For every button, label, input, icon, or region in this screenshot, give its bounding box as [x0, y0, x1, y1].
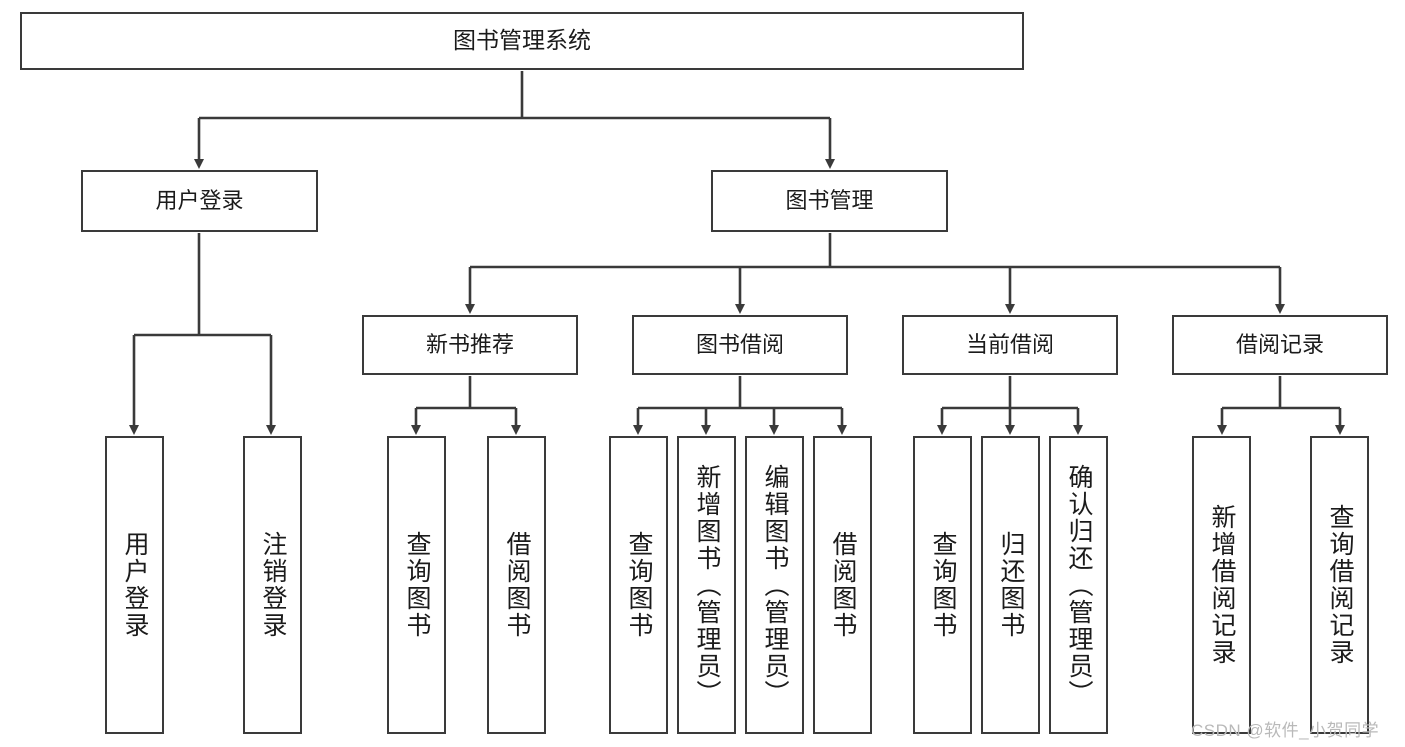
node-label: 查询借阅记录 — [1326, 504, 1354, 666]
node-label: 借阅记录 — [1235, 332, 1324, 358]
node-label: 用户登录 — [121, 531, 149, 639]
node-borrowing-record[interactable]: 借阅记录 — [1172, 315, 1388, 375]
leaf-confirm-return-admin[interactable]: 确认归还（管理员） — [1049, 436, 1108, 734]
leaf-query-book-recommend[interactable]: 查询图书 — [387, 436, 446, 734]
node-label: 新增图书（管理员） — [693, 463, 721, 707]
node-label: 图书管理 — [785, 188, 874, 214]
node-label: 图书借阅 — [695, 332, 784, 358]
leaf-add-book-admin[interactable]: 新增图书（管理员） — [677, 436, 736, 734]
leaf-add-borrow-record[interactable]: 新增借阅记录 — [1192, 436, 1251, 734]
node-label: 图书管理系统 — [453, 27, 591, 54]
leaf-user-login[interactable]: 用户登录 — [105, 436, 164, 734]
node-label: 归还图书 — [997, 531, 1025, 639]
leaf-query-borrow-record[interactable]: 查询借阅记录 — [1310, 436, 1369, 734]
node-label: 查询图书 — [625, 531, 653, 639]
leaf-query-book-borrow[interactable]: 查询图书 — [609, 436, 668, 734]
leaf-borrow-book[interactable]: 借阅图书 — [813, 436, 872, 734]
node-label: 注销登录 — [259, 531, 287, 639]
leaf-query-book-current[interactable]: 查询图书 — [913, 436, 972, 734]
node-label: 查询图书 — [403, 531, 431, 639]
node-label: 用户登录 — [155, 188, 244, 214]
node-label: 编辑图书（管理员） — [761, 463, 789, 707]
leaf-borrow-book-recommend[interactable]: 借阅图书 — [487, 436, 546, 734]
node-current-borrowing[interactable]: 当前借阅 — [902, 315, 1118, 375]
node-label: 确认归还（管理员） — [1065, 463, 1093, 707]
node-label: 当前借阅 — [965, 332, 1054, 358]
leaf-logout[interactable]: 注销登录 — [243, 436, 302, 734]
node-book-management[interactable]: 图书管理 — [711, 170, 948, 232]
node-book-borrowing[interactable]: 图书借阅 — [632, 315, 848, 375]
leaf-edit-book-admin[interactable]: 编辑图书（管理员） — [745, 436, 804, 734]
node-label: 借阅图书 — [503, 531, 531, 639]
node-new-book-recommendation[interactable]: 新书推荐 — [362, 315, 578, 375]
node-book-management-system[interactable]: 图书管理系统 — [20, 12, 1024, 70]
leaf-return-book[interactable]: 归还图书 — [981, 436, 1040, 734]
node-user-login[interactable]: 用户登录 — [81, 170, 318, 232]
node-label: 借阅图书 — [829, 531, 857, 639]
node-label: 新增借阅记录 — [1208, 504, 1236, 666]
node-label: 新书推荐 — [425, 332, 514, 358]
node-label: 查询图书 — [929, 531, 957, 639]
